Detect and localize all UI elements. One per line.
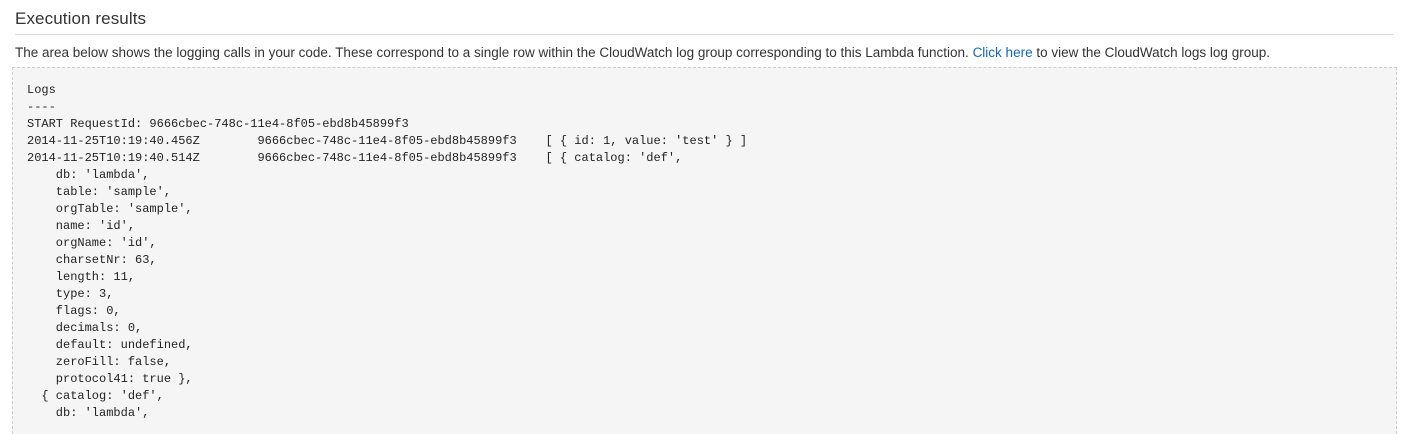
log-output-panel[interactable]: Logs ---- START RequestId: 9666cbec-748c… — [12, 67, 1397, 434]
section-header: Execution results — [0, 0, 1409, 30]
log-output-text: Logs ---- START RequestId: 9666cbec-748c… — [27, 83, 748, 420]
description-after-link: to view the CloudWatch logs log group. — [1032, 45, 1270, 60]
cloudwatch-logs-link[interactable]: Click here — [972, 45, 1033, 60]
title-divider — [15, 34, 1394, 35]
description-text: The area below shows the logging calls i… — [0, 35, 1409, 62]
description-before-link: The area below shows the logging calls i… — [15, 45, 973, 60]
page-title: Execution results — [15, 9, 147, 28]
